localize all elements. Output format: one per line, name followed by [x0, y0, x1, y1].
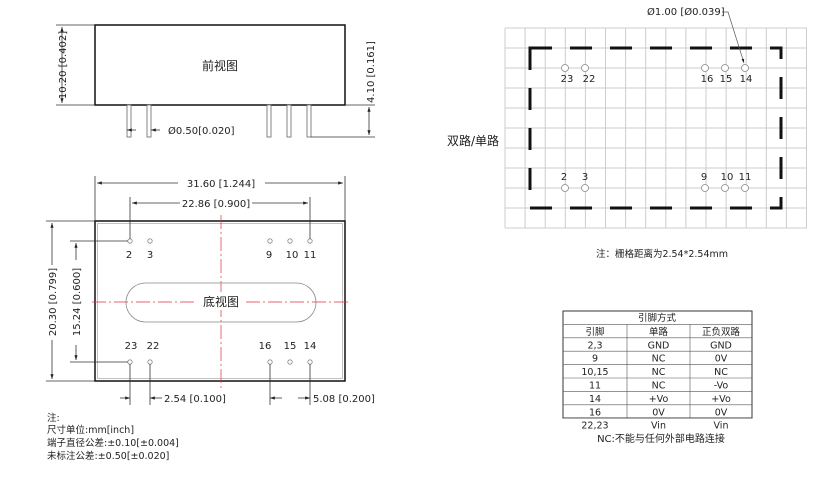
table-cell: 14: [589, 394, 601, 405]
bottom-view: 底视图 2 3 9 10 11 23 22 16 15 14 31.60 [1.…: [46, 176, 375, 405]
pin-label: 15: [284, 341, 297, 352]
table-header-cell: 单路: [649, 326, 669, 338]
front-view-pins: [126, 104, 312, 138]
pin-diameter-label: Ø0.50[0.020]: [168, 125, 235, 137]
table-cell: 9: [592, 354, 598, 365]
footprint-view: 双路/单路 23 22 16 15 14 2 3 9 10 11 Ø1.00 […: [447, 6, 807, 260]
table-cell: 2,3: [587, 340, 602, 351]
table-cell: Vin: [651, 421, 666, 432]
footprint-grid: [504, 27, 807, 229]
pin-label: 11: [304, 250, 317, 261]
pin-label: 16: [701, 74, 714, 85]
width-dimension: [94, 176, 346, 239]
pin-label: 10: [286, 250, 299, 261]
pitch-dimension: [120, 364, 311, 405]
table-cell: NC: [652, 381, 666, 392]
pin-label: 2: [126, 250, 132, 261]
table-cell: 10,15: [581, 367, 608, 378]
bottom-top-pins: 2 3 9 10 11: [126, 238, 317, 261]
notes-heading: 注:: [47, 412, 60, 424]
footprint-label: 双路/单路: [447, 133, 499, 148]
table-cell: GND: [648, 340, 670, 351]
row-span-label: 15.24 [0.600]: [72, 268, 83, 336]
table-cell: Vin: [714, 421, 729, 432]
table-cell: NC: [652, 354, 666, 365]
pin-label: 9: [266, 250, 272, 261]
hole-leader-line: [722, 11, 745, 64]
table-cell: +Vo: [649, 394, 669, 405]
front-height-label: 10.20 [0.402]: [58, 31, 69, 99]
pin-label: 3: [147, 250, 153, 261]
pin-label: 23: [125, 341, 138, 352]
pin-label: 14: [304, 341, 317, 352]
note-line: 尺寸单位:mm[inch]: [47, 424, 134, 436]
table-footnote: NC:不能与任何外部电路连接: [597, 432, 725, 445]
pin-label: 15: [720, 74, 733, 85]
pin-length-label: 4.10 [0.161]: [366, 41, 377, 103]
front-view: 前视图 10.20 [0.402] 4.10 [0.161] Ø0.50[0.0…: [56, 24, 377, 138]
grid-note: 注：栅格距离为2.54*2.54mm: [596, 248, 728, 260]
hole-diameter-label: Ø1.00 [Ø0.039]: [647, 6, 725, 18]
front-view-body: [94, 24, 346, 106]
notes: 注: 尺寸单位:mm[inch] 端子直径公差:±0.10[±0.004] 未标…: [47, 412, 179, 462]
footprint-bottom-pins: 2 3 9 10 11: [561, 172, 752, 192]
table-cell: 0V: [715, 407, 728, 418]
pin-label: 10: [721, 172, 734, 183]
pitch-label: 2.54 [0.100]: [164, 394, 226, 405]
table-header-cell: 正负双路: [702, 326, 741, 338]
pin-label: 23: [561, 74, 574, 85]
table-header-cell: 引脚: [585, 327, 604, 338]
pin-label: 11: [739, 172, 752, 183]
table-cell: NC: [714, 367, 728, 378]
note-line: 未标注公差:±0.50[±0.020]: [47, 450, 169, 462]
pitch2-label: 5.08 [0.200]: [313, 394, 375, 405]
front-height-dimension: [56, 24, 95, 106]
front-view-title: 前视图: [202, 58, 238, 73]
height-label: 20.30 [0.799]: [48, 268, 59, 336]
table-cell: 0V: [652, 407, 665, 418]
pin-label: 22: [583, 74, 596, 85]
footprint-outline: [528, 46, 783, 210]
table-cell: 16: [589, 407, 601, 418]
table-cell: 22,23: [581, 421, 608, 432]
pin-label: 16: [259, 341, 272, 352]
table-cell: GND: [710, 340, 732, 351]
bottom-view-body: [94, 220, 346, 382]
pin-label: 14: [740, 74, 753, 85]
table-cell: NC: [652, 367, 666, 378]
pin-label: 2: [561, 172, 567, 183]
bottom-view-title: 底视图: [203, 294, 239, 309]
table-cell: +Vo: [711, 394, 731, 405]
pin-length-dimension: [311, 104, 375, 138]
height-dimension: [46, 220, 128, 382]
pin-span-label: 22.86 [0.900]: [182, 199, 250, 210]
footprint-top-pins: 23 22 16 15 14: [561, 64, 753, 85]
note-line: 端子直径公差:±0.10[±0.004]: [47, 437, 179, 449]
table-cell: -Vo: [714, 381, 729, 392]
table-cell: 11: [589, 381, 601, 392]
pin-label: 3: [582, 172, 588, 183]
pin-label: 9: [701, 172, 707, 183]
table-cell: 0V: [715, 354, 728, 365]
pin-label: 22: [147, 341, 160, 352]
label-slot: [125, 282, 317, 323]
bottom-bottom-pins: 23 22 16 15 14: [125, 341, 317, 365]
table-title: 引脚方式: [638, 312, 677, 324]
width-label: 31.60 [1.244]: [187, 179, 255, 190]
